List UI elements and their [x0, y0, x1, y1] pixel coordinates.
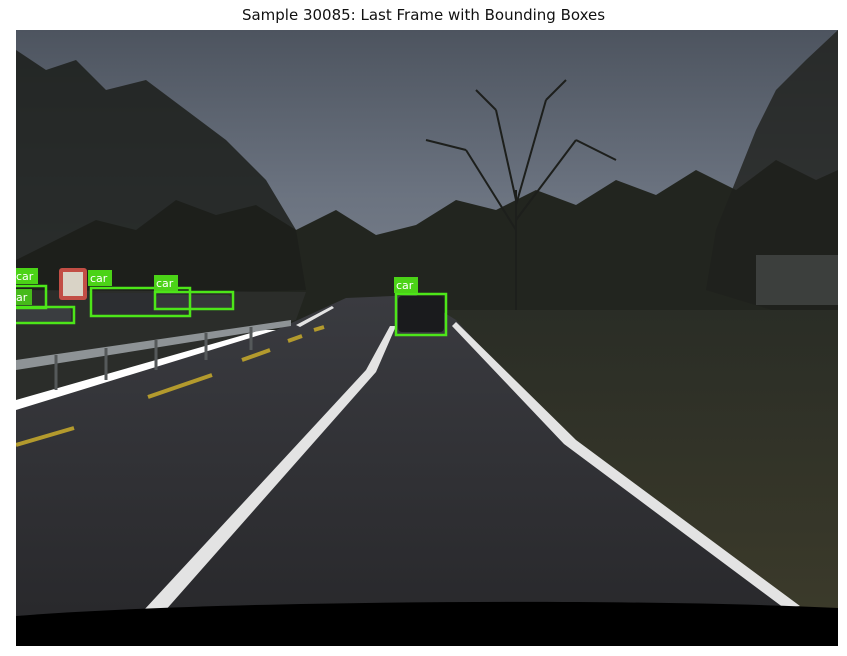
bbox-label-2: car	[16, 291, 28, 304]
white-lane-left	[144, 326, 396, 612]
bbox-label-5: car	[396, 279, 414, 292]
camera-frame: car car car car car	[16, 30, 838, 646]
yellow-lane-markings	[16, 325, 325, 447]
bounding-boxes	[16, 284, 448, 337]
bbox-car-2	[16, 305, 76, 325]
tree-silhouette-icon	[425, 79, 617, 320]
bbox-car-4	[153, 290, 235, 311]
scene-image: car car car car car	[16, 30, 838, 646]
bbox-car-5	[394, 292, 448, 337]
building	[756, 255, 838, 305]
road	[16, 295, 838, 646]
camera-hood	[16, 601, 838, 646]
label-backgrounds	[16, 268, 418, 305]
white-lane-far	[296, 306, 334, 327]
bbox-label-4: car	[156, 277, 174, 290]
road-sign-icon	[59, 268, 87, 300]
figure-title: Sample 30085: Last Frame with Bounding B…	[241, 6, 606, 24]
bbox-label-3: car	[90, 272, 108, 285]
car-silhouette-icon	[16, 293, 444, 332]
left-trees	[16, 50, 306, 300]
bbox-car-3	[89, 286, 192, 318]
guardrail-icon	[16, 320, 291, 390]
grass-verge	[446, 310, 838, 610]
bbox-label-1: car	[16, 270, 34, 283]
